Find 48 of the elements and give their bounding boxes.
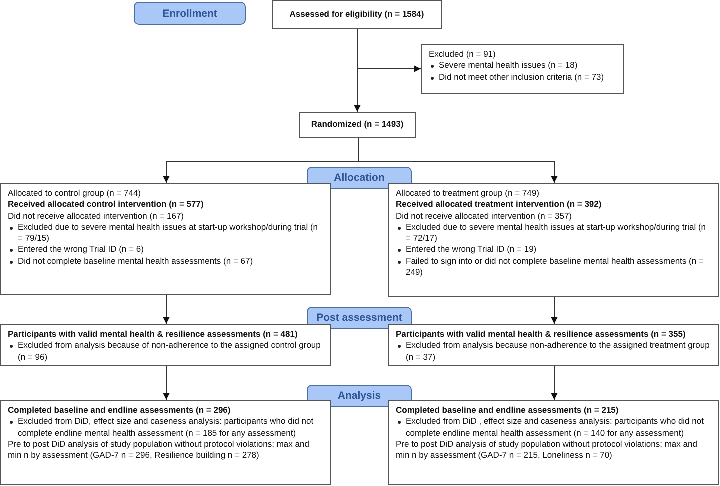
bullet-item: Did not complete baseline mental health assessments (n = 67) (8, 256, 324, 268)
phase-label: Allocation (334, 172, 385, 184)
box-heading: Participants with valid mental health & resilience assessments (n = 481) (8, 329, 299, 340)
process-box (272, 0, 442, 29)
process-box (421, 44, 624, 94)
phase-label-box (307, 307, 412, 329)
box-text: Pre to post DiD analysis of study population without protocol violations; max and min n by assessment (GAD-7 n = 296, Resilience building n = 278) (8, 438, 310, 462)
box-heading: Randomized (n = 1493) (311, 119, 404, 131)
process-box (388, 400, 719, 485)
bullet-item: Entered the wrong Trial ID (n = 19) (396, 244, 712, 256)
bullet-item: Excluded from DiD , effect size and caseness analysis: participants who did not complete endline mental health assessment (n = 140 for any assessment) (396, 416, 712, 439)
arrow (551, 366, 558, 400)
arrow (163, 294, 170, 324)
box-text: Pre to post DiD analysis of study population without protocol violations; max and min n by assessment (GAD-7 n = 215, Loneliness n = 70) (396, 438, 698, 462)
arrow (358, 138, 558, 184)
arrow (551, 296, 558, 324)
box-heading: Completed baseline and endline assessments (n = 215) (396, 405, 620, 416)
box-heading: Participants with valid mental health & resilience assessments (n = 355) (396, 329, 687, 340)
bullet-item: Excluded due to severe mental health issues at start-up workshop/during trial (n = 72/17) (396, 222, 712, 244)
process-box (388, 324, 719, 366)
phase-label: Enrollment (162, 8, 218, 20)
process-box (0, 183, 331, 295)
process-box (388, 183, 719, 297)
process-box (0, 324, 331, 366)
box-heading: Received allocated control intervention (n = 577) (8, 199, 205, 211)
phase-label: Analysis (338, 390, 382, 402)
bullet-item: Excluded due to severe mental health issues at start-up workshop/during trial (n = 79/15) (8, 222, 324, 244)
box-heading: Received allocated treatment intervention (n = 392) (396, 199, 603, 211)
phase-label-box (134, 2, 246, 25)
phase-label: Post assessment (316, 312, 402, 324)
process-box (299, 112, 416, 138)
box-heading: Assessed for eligibility (n = 1584) (290, 8, 424, 20)
box-text: Did not receive allocated intervention (n = 357) (396, 210, 574, 222)
bullet-item: Did not meet other inclusion criteria (n = 73) (429, 72, 617, 83)
process-box (0, 400, 331, 485)
box-text: Did not receive allocated intervention (n = 167) (8, 210, 186, 222)
box-heading: Completed baseline and endline assessments (n = 296) (8, 405, 232, 416)
box-text: Allocated to control group (n = 744) (8, 188, 142, 200)
bullet-item: Severe mental health issues (n = 18) (429, 60, 617, 72)
bullet-item: Excluded from analysis because of non-adherence to the assigned control group (n = 96) (8, 340, 324, 363)
bullet-item: Entered the wrong Trial ID (n = 6) (8, 244, 324, 256)
bullet-item: Excluded from analysis because non-adherence to the assigned treatment group (n = 37) (396, 340, 712, 363)
bullet-item: Excluded from DiD, effect size and caseness analysis: participants who did not complete endline mental health assessment (n = 185 for any assessment) (8, 416, 324, 439)
bullet-item: Failed to sign into or did not complete baseline mental health assessments (n = 249) (396, 256, 712, 278)
arrow (163, 366, 170, 400)
box-text: Allocated to treatment group (n = 749) (396, 188, 540, 200)
arrow (357, 28, 422, 72)
box-text: Excluded (n = 91) (429, 49, 497, 60)
